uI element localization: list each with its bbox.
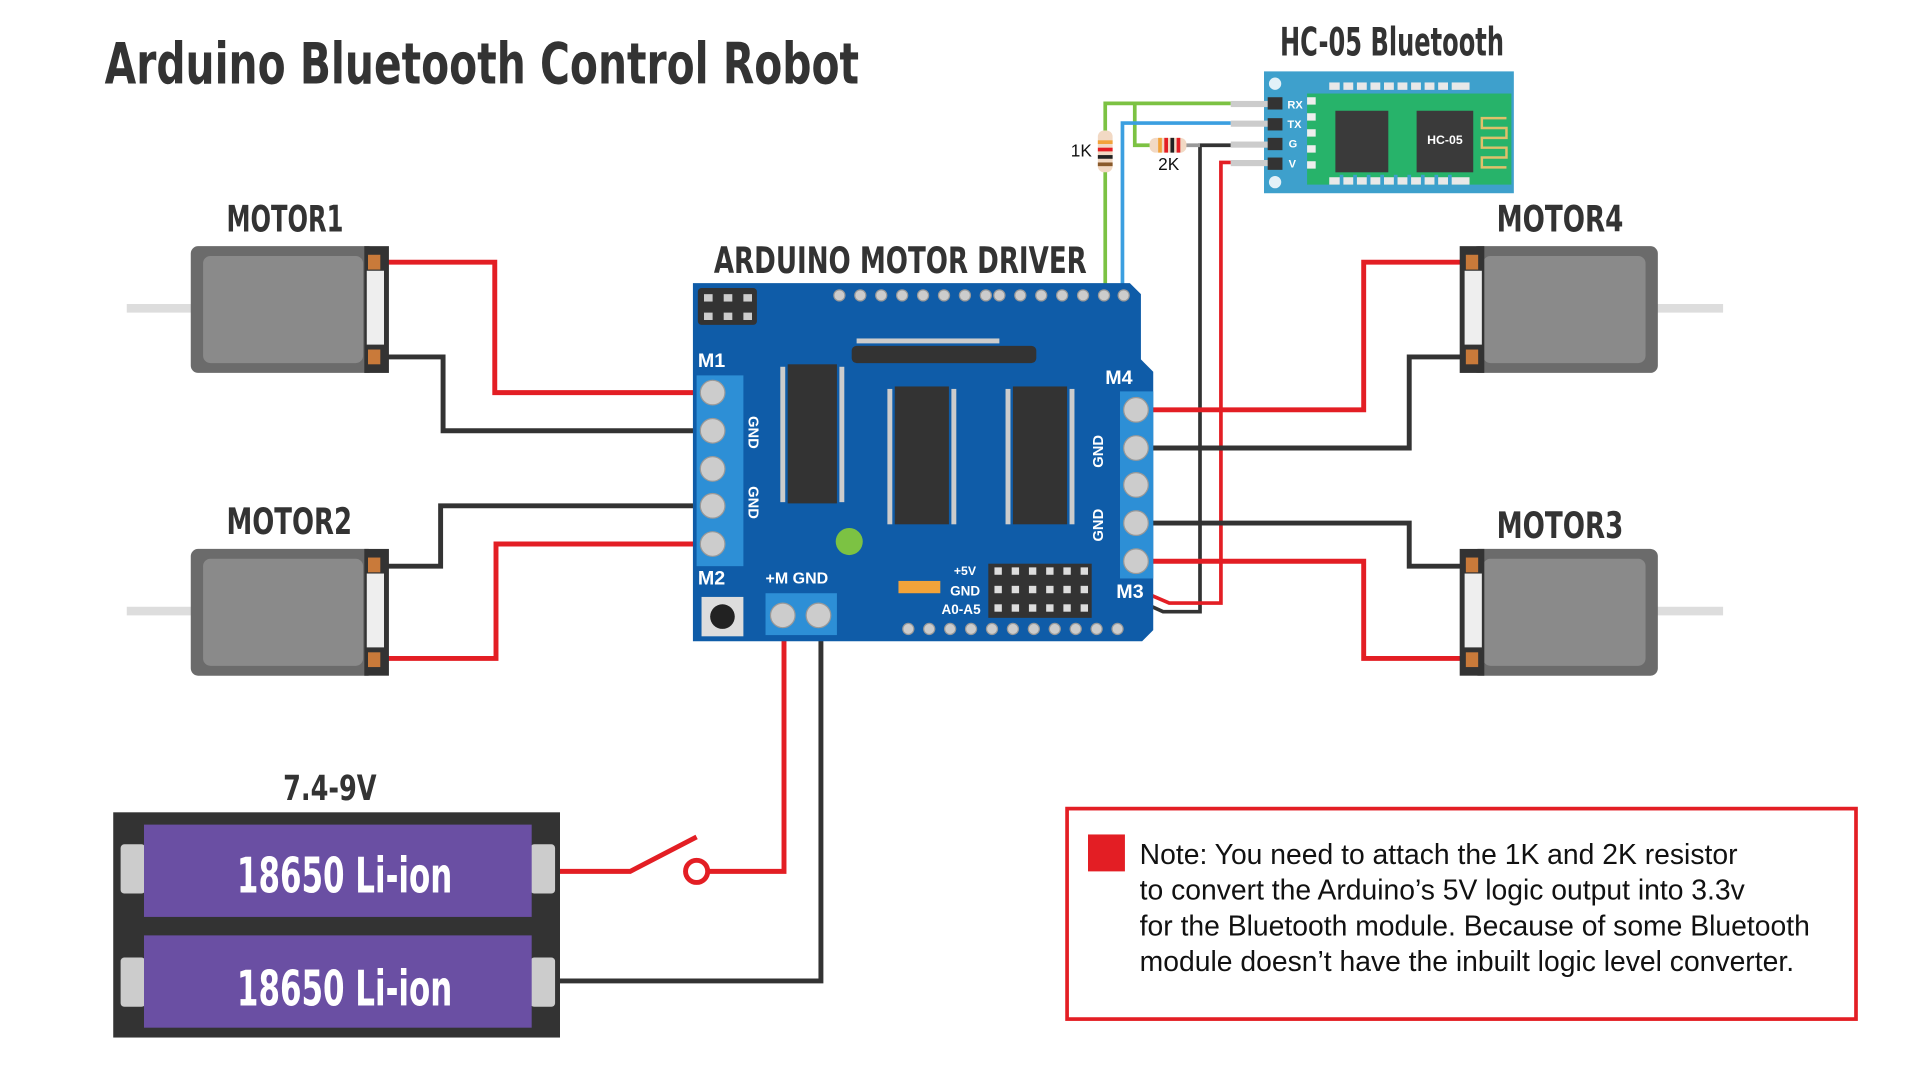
note-line-4: module doesn’t have the inbuilt logic le… — [1140, 945, 1794, 977]
motor2-label: MOTOR2 — [226, 500, 352, 543]
power-terminal-label: +M GND — [766, 570, 829, 587]
pin-tx-label: TX — [1287, 119, 1302, 131]
note-line-2: to convert the Arduino’s 5V logic output… — [1140, 874, 1746, 906]
motor2 — [126, 548, 389, 676]
hc05-chip-label: HC-05 — [1427, 133, 1463, 147]
resistor-2k: 2K — [1149, 137, 1187, 174]
battery-pack: 18650 Li-ion 18650 Li-ion — [113, 812, 560, 1038]
battery-cell-2 — [144, 935, 532, 1028]
resistor-1k: 1K — [1071, 130, 1113, 173]
note-line-1: Note: You need to attach the 1K and 2K r… — [1140, 838, 1738, 870]
motor1-label: MOTOR1 — [226, 197, 343, 240]
gnd-label-m3: GND — [1091, 508, 1107, 541]
gnd-label-m4: GND — [1091, 435, 1107, 468]
motor1 — [126, 246, 389, 373]
pin-v-label: V — [1289, 158, 1297, 170]
motor3-label: MOTOR3 — [1497, 504, 1624, 547]
battery-cell-1 — [144, 824, 532, 917]
pin-g-label: G — [1289, 139, 1298, 151]
gnd-label-m1: GND — [744, 416, 760, 449]
note-box: Note: You need to attach the 1K and 2K r… — [1065, 806, 1858, 1021]
battery-voltage-label: 7.4-9V — [283, 769, 377, 809]
resistor-2k-label: 2K — [1158, 154, 1180, 174]
driver-title: ARDUINO MOTOR DRIVER — [714, 239, 1087, 282]
header-5v-label: +5V — [954, 564, 977, 578]
m2-label: M2 — [698, 568, 725, 590]
bluetooth-title: HC-05 Bluetooth — [1280, 19, 1504, 65]
motor-driver-board: M1 M2 M3 M4 GND GND GND GND +M GND +5V G… — [692, 283, 1154, 642]
motor4 — [1459, 246, 1724, 373]
motor3 — [1459, 548, 1724, 676]
reset-button[interactable] — [710, 604, 735, 629]
m4-label: M4 — [1105, 367, 1132, 389]
note-marker — [1088, 834, 1125, 872]
hc05-module: HC-05 RX TX G V — [1230, 71, 1514, 194]
page-title: Arduino Bluetooth Control Robot — [105, 32, 859, 98]
motor4-label: MOTOR4 — [1497, 197, 1624, 240]
note-line-3: for the Bluetooth module. Because of som… — [1140, 909, 1810, 941]
power-switch[interactable] — [683, 857, 711, 885]
m1-label: M1 — [698, 350, 725, 372]
rx-wire — [1103, 101, 1231, 293]
header-gnd-label: GND — [950, 584, 980, 599]
gnd-label-m2: GND — [744, 486, 760, 519]
pin-rx-label: RX — [1287, 99, 1303, 111]
battery-cell-2-label: 18650 Li-ion — [237, 960, 452, 1018]
tx-wire — [1120, 121, 1231, 293]
resistor-1k-label: 1K — [1071, 140, 1093, 160]
m3-label: M3 — [1116, 581, 1143, 603]
header-analog-label: A0-A5 — [942, 602, 982, 617]
motor-wires — [375, 259, 1471, 984]
battery-cell-1-label: 18650 Li-ion — [237, 846, 452, 904]
